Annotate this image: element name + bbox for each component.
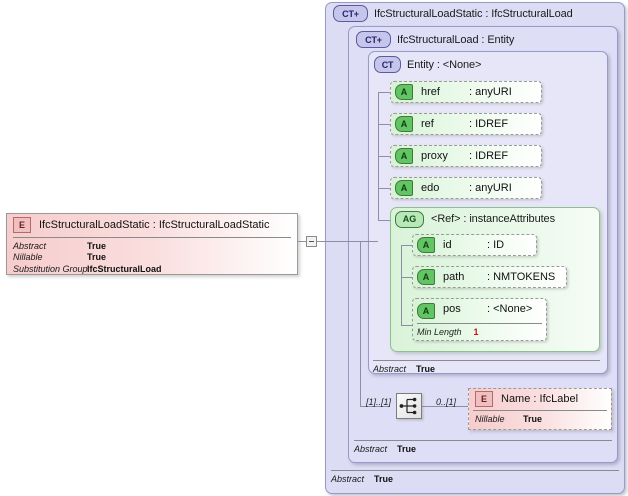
attribute-icon: A (417, 303, 435, 319)
complextype-icon[interactable]: CT (374, 56, 401, 73)
root-element-properties: Abstract True Nillable True Substitution… (13, 240, 293, 275)
attribute-icon: A (395, 116, 413, 132)
inner-panel-footer: Abstract True (373, 363, 435, 375)
attribute-row-pos[interactable]: A pos : <None> Min Length 1 (412, 298, 547, 341)
sequence-right-cardinality: 0..[1] (436, 397, 457, 407)
element-name-header: E Name : IfcLabel (469, 389, 611, 409)
root-element-connector-right (317, 241, 360, 242)
property-row: Nillable True (475, 413, 607, 425)
inner-panel-title: Entity : <None> (407, 58, 482, 71)
attribute-stub-refgroup (378, 220, 390, 221)
attribute-icon: A (417, 237, 435, 253)
collapse-expander[interactable] (306, 236, 317, 247)
outer-footer-value: True (374, 474, 394, 484)
attribute-row-proxy[interactable]: A proxy : IDREF (390, 145, 542, 167)
root-element-title: IfcStructuralLoadStatic : IfcStructuralL… (39, 219, 270, 231)
attribute-stub-edo (378, 188, 390, 189)
attribute-type: : anyURI (469, 182, 512, 194)
property-row: Abstract True (13, 240, 293, 252)
attribute-name: id (443, 239, 452, 251)
attribute-name: path (443, 271, 465, 283)
attribute-name: ref (421, 118, 434, 130)
attribute-row-ref[interactable]: A ref : IDREF (390, 113, 542, 135)
property-key: Nillable (475, 413, 505, 424)
attribute-row-edo[interactable]: A edo : anyURI (390, 177, 542, 199)
middle-panel-header: CT+ IfcStructuralLoad : Entity (356, 31, 514, 48)
attributegroup-header: AG <Ref> : instanceAttributes (395, 210, 555, 228)
attribute-name: pos (443, 303, 461, 315)
element-icon: E (13, 217, 31, 233)
attribute-type: : ID (487, 239, 505, 251)
element-icon: E (475, 391, 493, 407)
property-value: True (523, 413, 543, 424)
attribute-type: : IDREF (469, 118, 509, 130)
property-value: IfcStructuralLoad (87, 263, 162, 274)
outer-panel-footer: Abstract True (331, 473, 393, 485)
attribute-row-path[interactable]: A path : NMTOKENS (412, 266, 567, 288)
attribute-type: : anyURI (469, 86, 512, 98)
attribute-row-href[interactable]: A href : anyURI (390, 81, 542, 103)
property-row: Substitution Group IfcStructuralLoad (13, 263, 293, 275)
attributegroup-stub-pos (401, 325, 412, 326)
sequence-to-element-line (422, 406, 468, 407)
outer-panel-footer-divider (331, 470, 619, 471)
root-element-divider (13, 237, 291, 238)
attribute-type: : <None> (487, 303, 533, 315)
outer-footer-key: Abstract (331, 474, 365, 484)
attribute-icon: A (395, 148, 413, 164)
attributegroup-icon[interactable]: AG (395, 210, 424, 228)
element-box-ifcstructuralloadstatic[interactable]: E IfcStructuralLoadStatic : IfcStructura… (6, 213, 298, 275)
complextype-expand-icon[interactable]: CT+ (356, 31, 391, 48)
complextype-expand-icon[interactable]: CT+ (333, 5, 368, 22)
sequence-compositor-icon[interactable] (396, 393, 422, 419)
element-name-divider (473, 410, 607, 411)
facet-label: Min Length (417, 326, 462, 337)
middle-footer-key: Abstract (354, 444, 388, 454)
attribute-type: : NMTOKENS (487, 271, 556, 283)
middle-panel-footer-divider (354, 440, 612, 441)
root-element-connector-left (298, 241, 306, 242)
property-value: True (87, 252, 107, 263)
attributegroup-tree-trunk (401, 245, 402, 325)
attribute-name: href (421, 86, 440, 98)
attribute-stub-proxy (378, 156, 390, 157)
element-title: Name : IfcLabel (501, 393, 579, 405)
attributegroup-stub-path (401, 277, 412, 278)
property-key: Nillable (13, 252, 43, 263)
facet-min-length: Min Length 1 (417, 323, 542, 339)
middle-panel-title: IfcStructuralLoad : Entity (397, 33, 515, 46)
facet-value: 1 (473, 326, 479, 337)
attributegroup-title: <Ref> : instanceAttributes (431, 213, 555, 225)
property-value: True (87, 240, 107, 251)
middle-footer-value: True (397, 444, 417, 454)
attribute-name: proxy (421, 150, 448, 162)
attribute-icon: A (395, 84, 413, 100)
middle-panel-footer: Abstract True (354, 443, 416, 455)
attribute-stub-href (378, 92, 390, 93)
attribute-icon: A (417, 269, 435, 285)
outer-panel-title: IfcStructuralLoadStatic : IfcStructuralL… (374, 7, 573, 20)
element-name-properties: Nillable True (475, 413, 607, 425)
attribute-row-id[interactable]: A id : ID (412, 234, 537, 256)
inner-panel-footer-divider (373, 360, 600, 361)
attribute-type: : IDREF (469, 150, 509, 162)
root-branch-to-sequence (360, 406, 390, 407)
attribute-name: edo (421, 182, 440, 194)
inner-footer-value: True (416, 364, 436, 374)
root-branch-to-attributes (360, 241, 378, 242)
attribute-stub-ref (378, 124, 390, 125)
inner-footer-key: Abstract (373, 364, 407, 374)
sequence-glyph (399, 397, 417, 415)
outer-panel-header: CT+ IfcStructuralLoadStatic : IfcStructu… (333, 5, 573, 22)
root-element-header: E IfcStructuralLoadStatic : IfcStructura… (7, 214, 297, 236)
property-key: Abstract (13, 240, 47, 251)
root-branch-trunk (360, 241, 361, 406)
property-row: Nillable True (13, 252, 293, 264)
sequence-left-cardinality: [1]..[1] (366, 397, 392, 407)
attribute-icon: A (395, 180, 413, 196)
element-box-name[interactable]: E Name : IfcLabel Nillable True (468, 388, 612, 430)
attributegroup-stub-id (401, 245, 412, 246)
inner-panel-header: CT Entity : <None> (374, 56, 481, 73)
property-key: Substitution Group (13, 263, 88, 274)
